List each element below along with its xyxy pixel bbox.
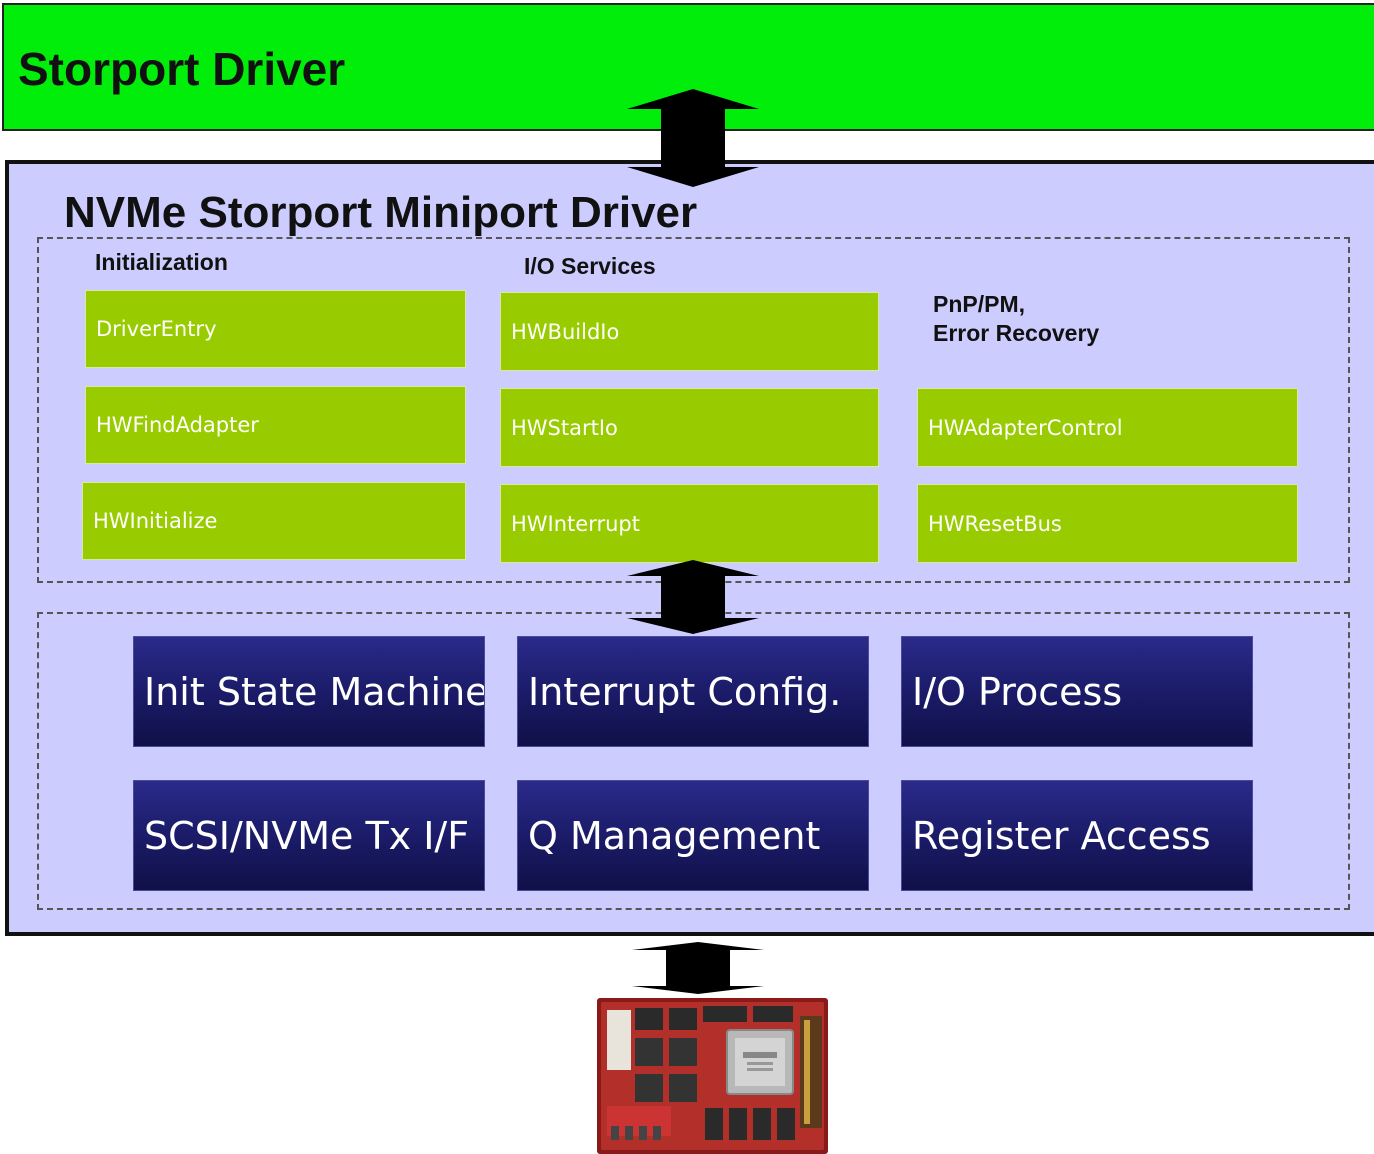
double-arrow-icon (632, 942, 764, 994)
io-services-heading: I/O Services (524, 253, 656, 279)
storport-driver-title: Storport Driver (18, 43, 346, 95)
hw-reset-bus-box: HWResetBus (917, 484, 1298, 563)
register-access-box: Register Access (901, 780, 1253, 891)
initialization-heading: Initialization (95, 249, 228, 275)
hw-find-adapter-box: HWFindAdapter (85, 386, 466, 464)
hw-start-io-box: HWStartIo (500, 388, 879, 467)
scsi-nvme-tx-if-box: SCSI/NVMe Tx I/F (133, 780, 485, 891)
interrupt-config-box: Interrupt Config. (517, 636, 869, 747)
error-recovery-heading: Error Recovery (933, 320, 1100, 346)
hw-build-io-box: HWBuildIo (500, 292, 879, 371)
q-management-box: Q Management (517, 780, 869, 891)
double-arrow-icon (627, 89, 759, 187)
miniport-driver-title: NVMe Storport Miniport Driver (64, 188, 698, 237)
double-arrow-icon (627, 560, 759, 634)
nvme-controller-board-image (597, 998, 828, 1154)
hw-interrupt-box: HWInterrupt (500, 484, 879, 563)
hw-adapter-control-box: HWAdapterControl (917, 388, 1298, 467)
init-state-machine-box: Init State Machine (133, 636, 485, 747)
driver-entry-box: DriverEntry (85, 290, 466, 368)
io-process-box: I/O Process (901, 636, 1253, 747)
pnp-pm-heading: PnP/PM, (933, 291, 1026, 317)
hw-initialize-box: HWInitialize (82, 482, 466, 560)
